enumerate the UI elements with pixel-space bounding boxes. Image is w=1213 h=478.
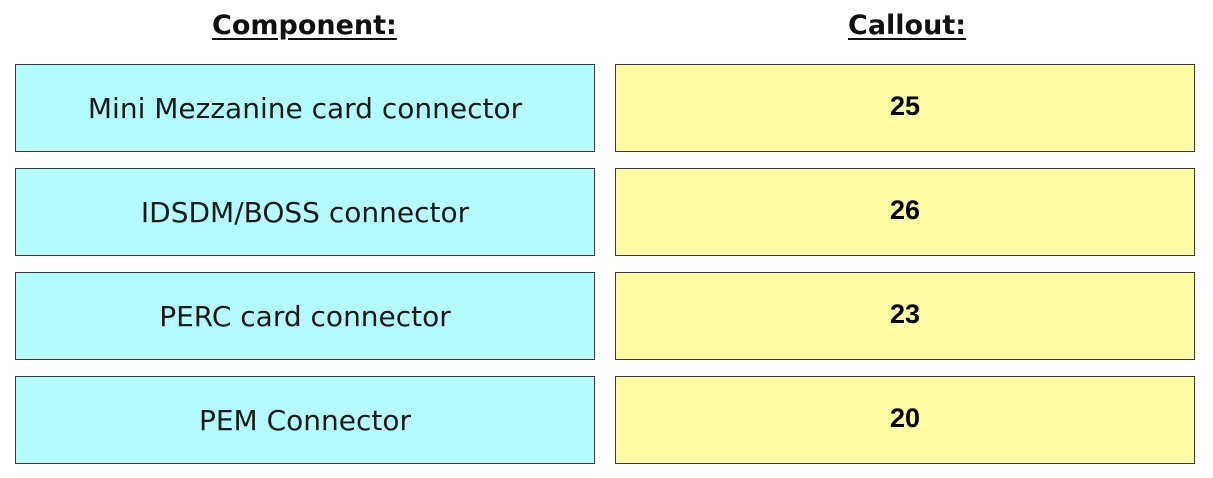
callout-box[interactable]: 23	[615, 272, 1195, 360]
component-column-header: Component:	[212, 10, 397, 41]
component-label: PERC card connector	[159, 299, 451, 333]
component-box[interactable]: PEM Connector	[15, 376, 595, 464]
callout-value: 26	[889, 194, 921, 225]
component-label: PEM Connector	[198, 403, 412, 437]
component-box[interactable]: IDSDM/BOSS connector	[15, 168, 595, 256]
component-label: IDSDM/BOSS connector	[140, 195, 470, 229]
callout-box[interactable]: 25	[615, 64, 1195, 152]
component-label: Mini Mezzanine card connector	[87, 91, 523, 125]
callout-value: 25	[889, 90, 921, 121]
callout-column-header: Callout:	[848, 10, 967, 41]
component-box[interactable]: PERC card connector	[15, 272, 595, 360]
callout-value: 23	[889, 298, 921, 329]
callout-box[interactable]: 26	[615, 168, 1195, 256]
component-box[interactable]: Mini Mezzanine card connector	[15, 64, 595, 152]
callout-value: 20	[889, 402, 921, 433]
callout-box[interactable]: 20	[615, 376, 1195, 464]
